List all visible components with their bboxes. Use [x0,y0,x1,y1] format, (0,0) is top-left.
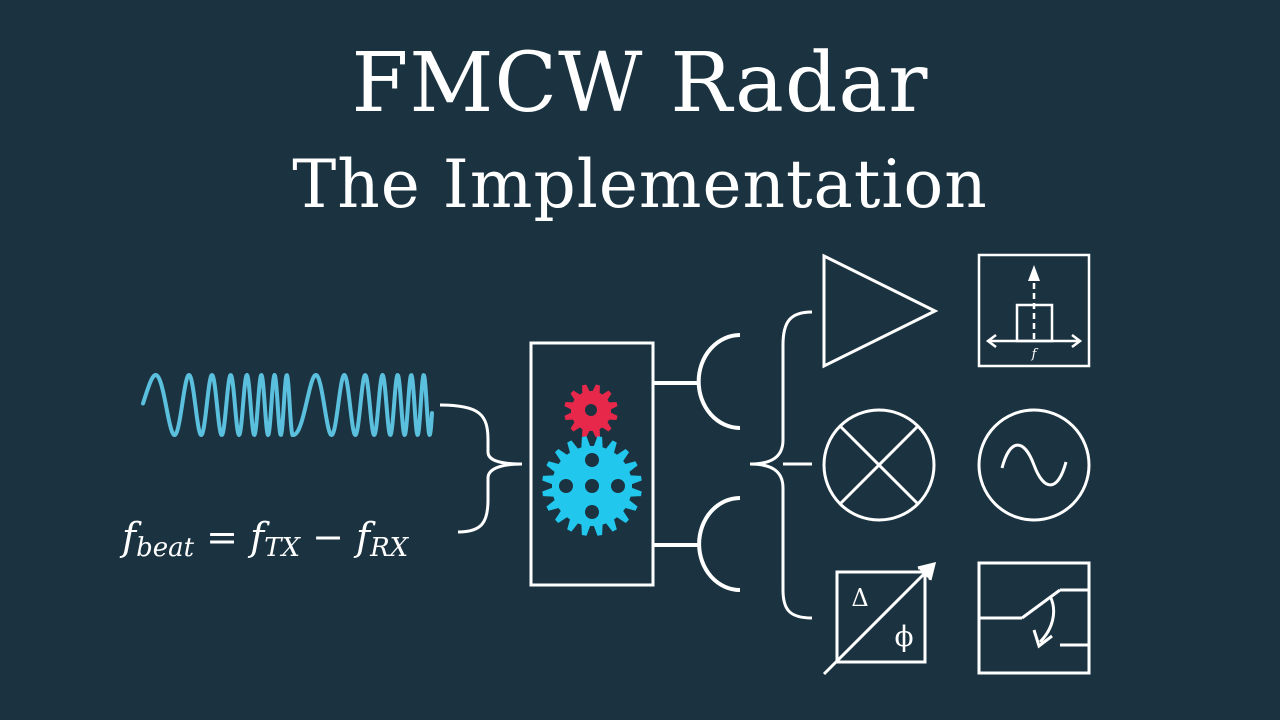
subtitle: The Implementation [292,146,988,223]
chirp-waveform-icon [141,373,434,437]
amplifier-icon [822,253,939,369]
beat-frequency-formula: fbeat = fTX − fRX [119,515,410,563]
main-title: FMCW Radar [351,36,929,131]
processor-gears-icon [542,384,642,536]
phase-phi-symbol: ϕ [894,620,913,653]
filter-icon [977,253,1091,368]
oscillator-icon [977,408,1091,522]
switch-icon [977,561,1091,675]
formula-connector [457,462,523,534]
phase-delta-symbol: Δ [851,584,868,612]
chirp-connector [439,403,523,466]
antenna-icon [653,333,741,592]
phase-shifter-icon [822,561,937,676]
processor-box [529,341,655,587]
mixer-icon [822,408,936,522]
filter-axis-label: f [1031,347,1039,362]
component-brace [749,310,813,620]
